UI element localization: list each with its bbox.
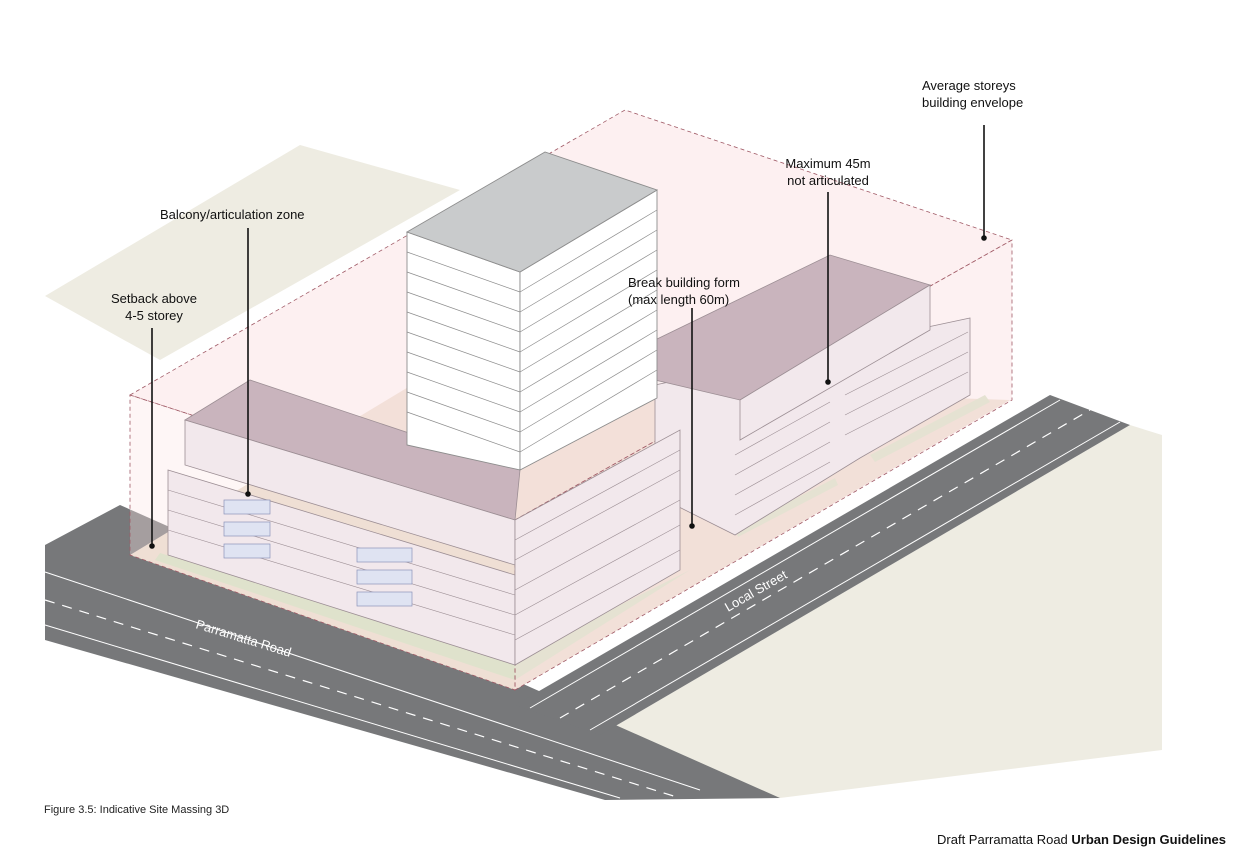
document-footer: Draft Parramatta Road Urban Design Guide…	[937, 832, 1226, 847]
local-street	[515, 395, 1130, 735]
tower-roof	[405, 151, 659, 273]
back-wing-floor-lines	[734, 331, 969, 516]
annotation-line: not articulated	[787, 173, 869, 188]
annotation-line: Setback above	[110, 291, 197, 306]
annotation-line: (max length 60m)	[628, 292, 730, 307]
annotation-line: building envelope	[922, 95, 1024, 110]
annotation-balcony-zone: Balcony/articulation zone	[160, 206, 305, 223]
back-wing-upper-front	[739, 284, 931, 441]
ground-left-lot	[45, 145, 460, 360]
road-edge-line	[529, 399, 1061, 709]
footer-prefix: Draft Parramatta Road	[937, 832, 1072, 847]
leader-lines	[149, 125, 987, 549]
annotation-line: 4-5 storey	[125, 308, 183, 323]
tower-floor-lines	[406, 209, 658, 453]
ground-right-lot	[600, 425, 1162, 798]
annotation-maximum-45m: Maximum 45m not articulated	[766, 155, 890, 189]
annotation-line: Balcony/articulation zone	[160, 207, 305, 222]
road-lane-line	[559, 409, 1091, 719]
road-edge-line	[44, 624, 621, 799]
road-lane-line	[44, 599, 681, 799]
footer-title: Urban Design Guidelines	[1071, 832, 1226, 847]
balcony-recesses	[223, 499, 413, 607]
annotation-break-form: Break building form (max length 60m)	[628, 274, 740, 308]
annotation-line: Break building form	[628, 275, 740, 290]
podium-side	[514, 429, 681, 666]
road-edge-line	[44, 571, 701, 791]
figure-caption: Figure 3.5: Indicative Site Massing 3D	[44, 804, 230, 816]
annotation-average-storeys: Average storeys building envelope	[922, 77, 1023, 111]
tower-front	[406, 231, 521, 471]
annotation-setback: Setback above 4-5 storey	[96, 290, 212, 324]
annotation-line: Maximum 45m	[785, 156, 871, 171]
road-edge-line	[589, 421, 1121, 731]
annotation-line: Average storeys	[922, 78, 1016, 93]
